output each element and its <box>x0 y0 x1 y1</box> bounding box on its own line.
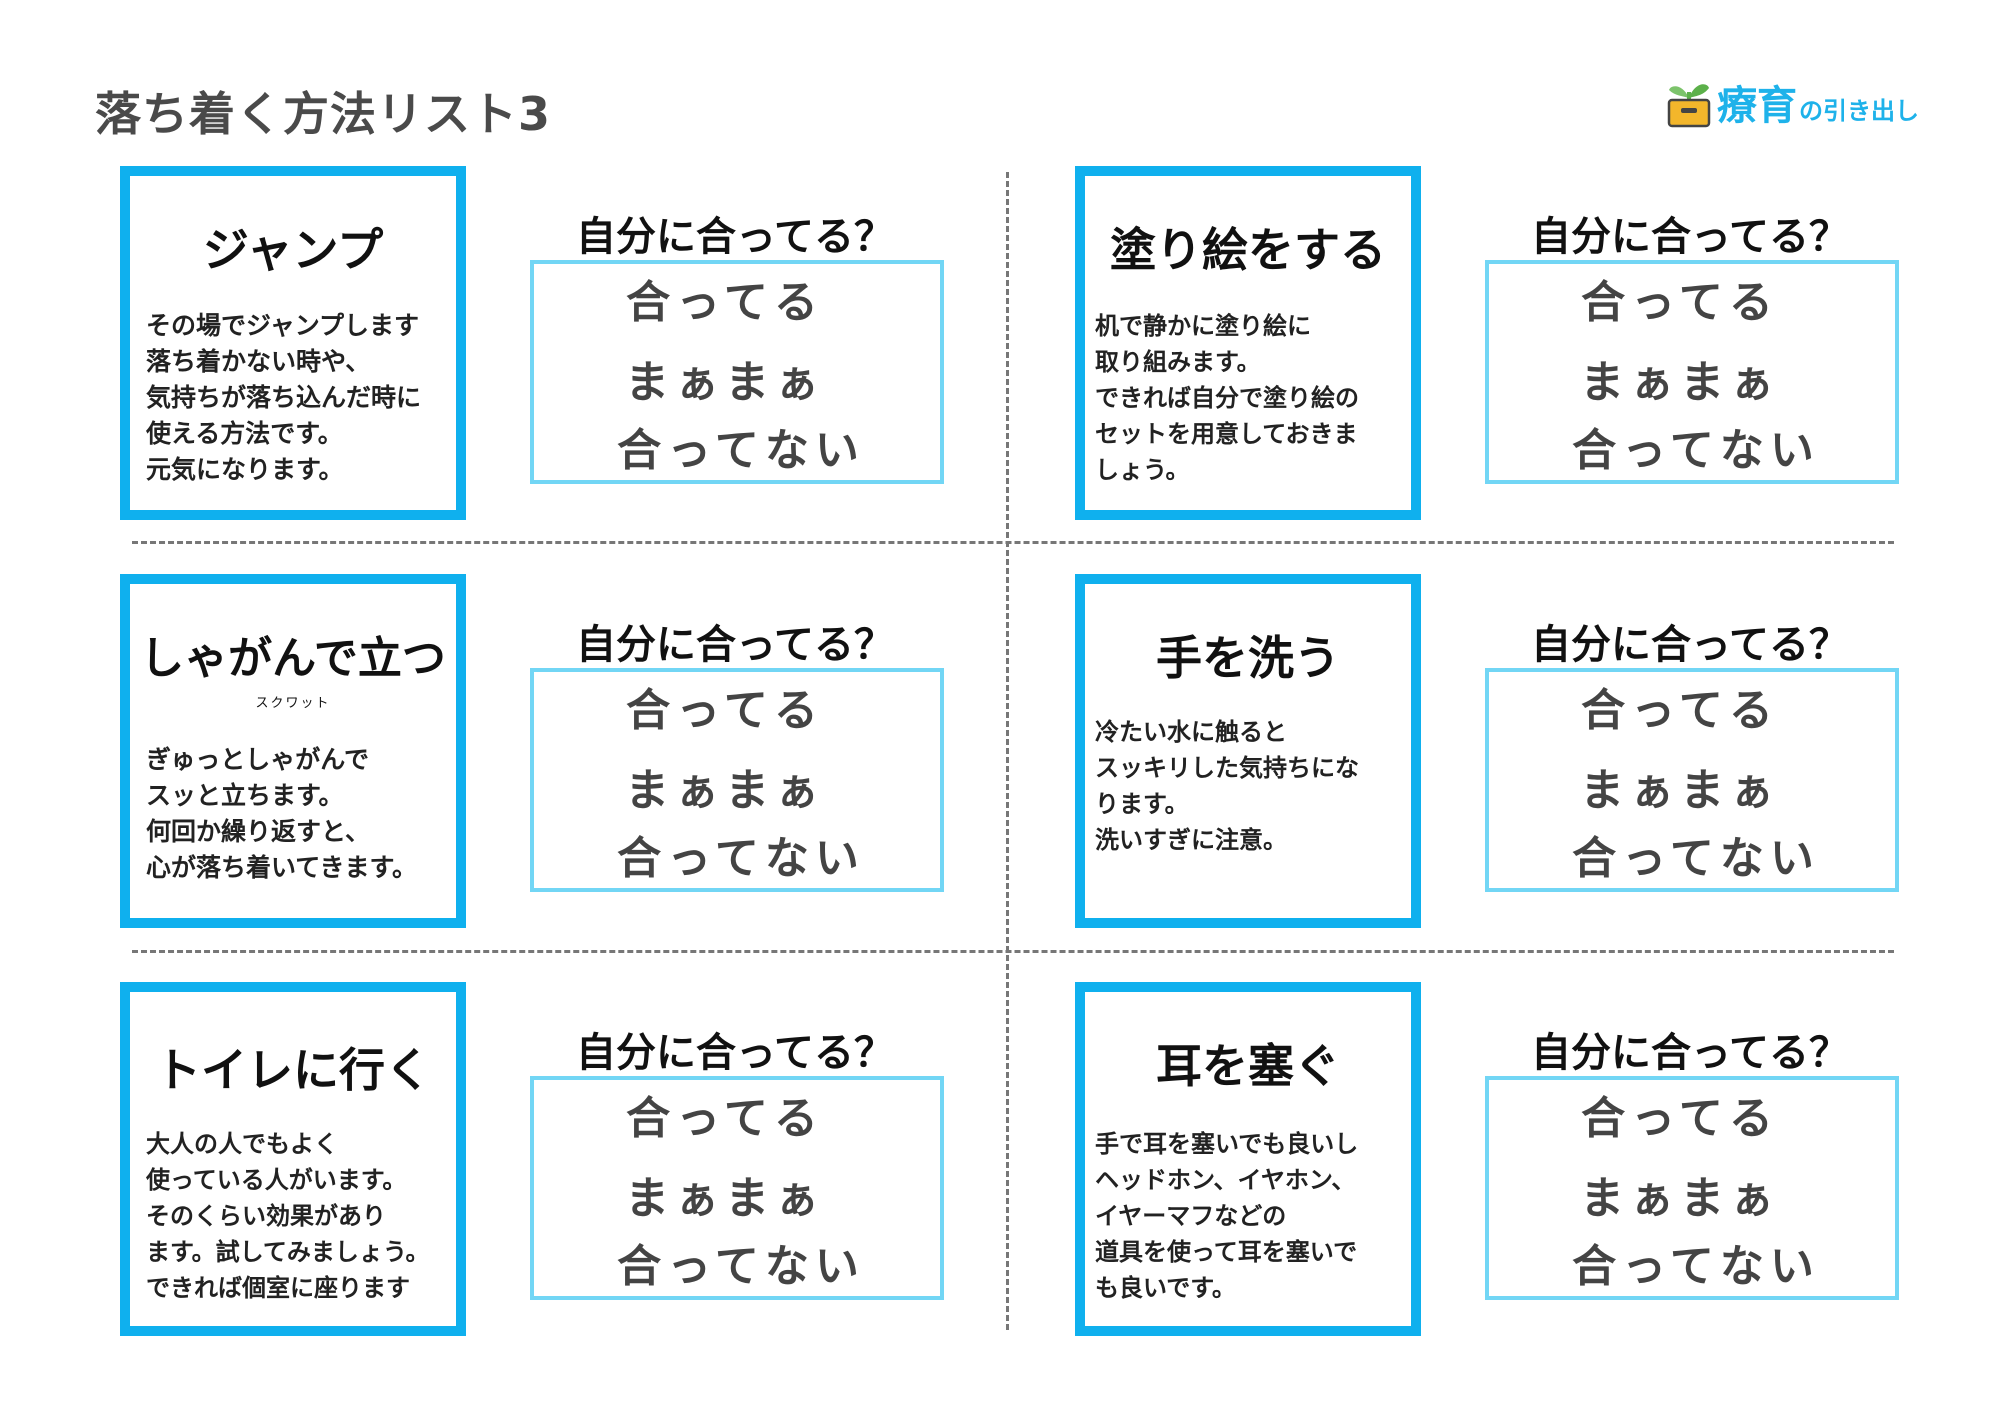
fit-question: 自分に合ってる？ <box>576 622 894 668</box>
choice-so-so[interactable]: まぁまぁ <box>625 1173 825 1224</box>
method-card: 手を洗う 冷たい水に触ると スッキリした気持ちにな ります。 洗いすぎに注意。 … <box>955 574 1955 980</box>
method-title: しゃがんで立つ <box>140 633 446 684</box>
method-card: 耳を塞ぐ 手で耳を塞いでも良いし ヘッドホン、イヤホン、 イヤーマフなどの 道具… <box>955 982 1955 1388</box>
fit-question: 自分に合ってる？ <box>576 1030 894 1076</box>
method-card: トイレに行く 大人の人でもよく 使っている人がいます。 そのくらい効果があり ま… <box>0 982 1000 1388</box>
choice-fits[interactable]: 合ってる <box>1581 1093 1779 1144</box>
vertical-divider <box>1006 172 1009 1330</box>
brand-subtitle: の引き出し <box>1799 96 1919 125</box>
method-box: 手を洗う 冷たい水に触ると スッキリした気持ちにな ります。 洗いすぎに注意。 <box>1075 574 1421 928</box>
fit-question: 自分に合ってる？ <box>576 214 894 260</box>
sprout-drawer-icon <box>1665 76 1713 128</box>
choice-so-so[interactable]: まぁまぁ <box>1580 765 1780 816</box>
choice-not-fit[interactable]: 合ってない <box>1572 1241 1820 1292</box>
choice-not-fit[interactable]: 合ってない <box>617 425 865 476</box>
brand-logo: 療育 の引き出し <box>1665 72 1919 132</box>
brand-name: 療育 <box>1717 83 1797 129</box>
fit-question: 自分に合ってる？ <box>1531 622 1849 668</box>
method-description: ぎゅっとしゃがんで スッと立ちます。 何回か繰り返すと、 心が落ち着いてきます。 <box>146 745 418 882</box>
choice-so-so[interactable]: まぁまぁ <box>625 357 825 408</box>
method-box: トイレに行く 大人の人でもよく 使っている人がいます。 そのくらい効果があり ま… <box>120 982 466 1336</box>
method-title: ジャンプ <box>202 223 384 277</box>
fit-question: 自分に合ってる？ <box>1531 214 1849 260</box>
choice-box: 合ってる まぁまぁ 合ってない <box>1485 668 1899 892</box>
choice-fits[interactable]: 合ってる <box>626 1093 824 1144</box>
choice-box: 合ってる まぁまぁ 合ってない <box>530 668 944 892</box>
horizontal-divider <box>132 541 1894 544</box>
method-description: 机で静かに塗り絵に 取り組みます。 できれば自分で塗り絵の セットを用意しておき… <box>1095 312 1359 484</box>
choice-box: 合ってる まぁまぁ 合ってない <box>1485 1076 1899 1300</box>
method-title: トイレに行く <box>155 1043 431 1097</box>
choice-fits[interactable]: 合ってる <box>1581 277 1779 328</box>
choice-box: 合ってる まぁまぁ 合ってない <box>530 260 944 484</box>
choice-not-fit[interactable]: 合ってない <box>617 833 865 884</box>
method-title: 手を洗う <box>1156 631 1340 685</box>
choice-so-so[interactable]: まぁまぁ <box>1580 357 1780 408</box>
choice-not-fit[interactable]: 合ってない <box>1572 833 1820 884</box>
choice-not-fit[interactable]: 合ってない <box>617 1241 865 1292</box>
method-box: 耳を塞ぐ 手で耳を塞いでも良いし ヘッドホン、イヤホン、 イヤーマフなどの 道具… <box>1075 982 1421 1336</box>
choice-box: 合ってる まぁまぁ 合ってない <box>530 1076 944 1300</box>
method-card: しゃがんで立つ スクワット ぎゅっとしゃがんで スッと立ちます。 何回か繰り返す… <box>0 574 1000 980</box>
choice-box: 合ってる まぁまぁ 合ってない <box>1485 260 1899 484</box>
method-card: 塗り絵をする 机で静かに塗り絵に 取り組みます。 できれば自分で塗り絵の セット… <box>955 166 1955 572</box>
method-card: ジャンプ その場でジャンプします 落ち着かない時や、 気持ちが落ち込んだ時に 使… <box>0 166 1000 572</box>
horizontal-divider <box>132 950 1894 953</box>
page-title: 落ち着く方法リスト3 <box>95 87 552 141</box>
method-box: 塗り絵をする 机で静かに塗り絵に 取り組みます。 できれば自分で塗り絵の セット… <box>1075 166 1421 520</box>
method-description: 冷たい水に触ると スッキリした気持ちにな ります。 洗いすぎに注意。 <box>1095 718 1359 854</box>
choice-so-so[interactable]: まぁまぁ <box>625 765 825 816</box>
method-box: ジャンプ その場でジャンプします 落ち着かない時や、 気持ちが落ち込んだ時に 使… <box>120 166 466 520</box>
fit-question: 自分に合ってる？ <box>1531 1030 1849 1076</box>
method-ruby: スクワット <box>255 696 331 711</box>
method-title: 耳を塞ぐ <box>1156 1039 1340 1093</box>
choice-fits[interactable]: 合ってる <box>626 685 824 736</box>
method-description: その場でジャンプします 落ち着かない時や、 気持ちが落ち込んだ時に 使える方法で… <box>146 311 422 484</box>
method-description: 大人の人でもよく 使っている人がいます。 そのくらい効果があり ます。試してみま… <box>146 1130 430 1302</box>
choice-not-fit[interactable]: 合ってない <box>1572 425 1820 476</box>
method-description: 手で耳を塞いでも良いし ヘッドホン、イヤホン、 イヤーマフなどの 道具を使って耳… <box>1095 1130 1359 1302</box>
choice-fits[interactable]: 合ってる <box>626 277 824 328</box>
choice-so-so[interactable]: まぁまぁ <box>1580 1173 1780 1224</box>
choice-fits[interactable]: 合ってる <box>1581 685 1779 736</box>
method-box: しゃがんで立つ スクワット ぎゅっとしゃがんで スッと立ちます。 何回か繰り返す… <box>120 574 466 928</box>
method-title: 塗り絵をする <box>1110 223 1386 277</box>
